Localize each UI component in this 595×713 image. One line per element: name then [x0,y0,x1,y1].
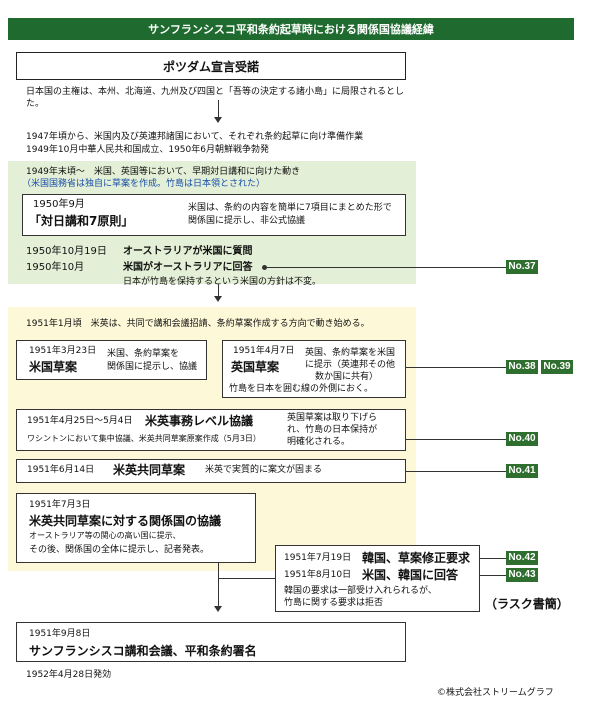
flow-arrow-head [214,117,222,123]
working-talks-date: 1951年4月25日～5月4日 [27,416,133,426]
header-title: サンフランシスコ平和条約起草時における関係国協議経緯 [148,23,434,36]
korea-answer-text: 米国、韓国に回答 [362,568,459,582]
joint-draft-date: 1951年6月14日 [27,465,95,475]
joint-draft-box: 1951年6月14日 米英共同草案 米英で実質的に案文が固まる [16,459,406,483]
korea-request-date: 1951年7月19日 [284,553,352,563]
connector-line-40 [406,439,506,440]
ref-badge-37: No.37 [506,260,538,274]
treaty-effective-date: 1952年4月28日発効 [26,670,112,680]
potsdam-note-1: 日本国の主権は、本州、北海道、九州及び四国と「吾等の決定する諸小島」に局限される… [26,87,405,97]
peace-treaty-title: サンフランシスコ講和会議、平和条約署名 [29,644,257,658]
aus-answer-text: 米国がオーストラリアに回答 [123,262,253,273]
korea-box: 1951年7月19日 韓国、草案修正要求 1951年8月10日 米国、韓国に回答… [275,545,480,612]
ref-badge-40: No.40 [506,432,538,446]
peace-treaty-box: 1951年9月8日 サンフランシスコ講和会議、平和条約署名 [16,622,406,662]
aus-answer-date: 1950年10月 [26,262,85,273]
connector-line-37 [266,267,506,268]
connector-line-43 [480,575,506,576]
uk-draft-desc-4: 竹島を日本を囲む線の外側におく。 [229,384,374,394]
working-talks-title: 米英事務レベル協議 [145,414,254,428]
green-line-1: 1949年末頃～ 米国、英国等において、早期対日講和に向けた動き [26,167,301,177]
flow-arrow-line [218,100,219,118]
consultation-desc-1: オーストラリア等の関心の高い国に提示、 [29,531,181,540]
ref-badge-39: No.39 [541,360,573,374]
aus-question-text: オーストラリアが米国に質問 [123,246,253,257]
connector-line-42 [480,558,506,559]
connector-dot [262,265,267,270]
us-draft-desc-2: 関係国に提示し、協議 [107,362,198,372]
connector-line-38 [406,367,506,368]
seven-principles-desc-2: 関係国に提示し、非公式協議 [188,216,306,226]
peace-treaty-date: 1951年9月8日 [29,629,91,639]
seven-principles-date: 1950年9月 [33,199,85,210]
korea-desc-1: 韓国の要求は一部受け入れられるが、 [284,586,437,596]
ref-badge-41: No.41 [506,464,538,478]
ref-badge-42: No.42 [506,551,538,565]
early-line-2: 1949年10月中華人民共和国成立、1950年6月朝鮮戦争勃発 [26,145,269,155]
consultation-desc-2: その後、関係国の全体に提示し、記者発表。 [29,545,210,555]
working-talks-desc-1: 英国草案は取り下げら [287,413,378,423]
consultation-title: 米英共同草案に対する関係国の協議 [29,514,222,528]
aus-note: 日本が竹島を保持するという米国の方針は不変。 [123,277,322,287]
uk-draft-desc-3: 数か国に共有） [315,372,379,382]
us-draft-date: 1951年3月23日 [29,346,97,356]
green-line-2: （米国国務省は独自に草案を作成。竹島は日本領とされた） [22,179,266,189]
seven-principles-box: 1950年9月 「対日講和7原則」 米国は、条約の内容を簡単に7項目にまとめた形… [22,194,406,236]
us-draft-title: 米国草案 [29,360,78,374]
joint-draft-title: 米英共同草案 [113,463,186,477]
uk-draft-desc-2: に提示（英連邦その他 [305,360,396,370]
us-draft-desc-1: 米国、条約草案を [107,349,180,359]
korea-connector-line [219,578,275,579]
header-bar: サンフランシスコ平和条約起草時における関係国協議経緯 [8,18,574,40]
korea-desc-2: 竹島に関する要求は拒否 [284,598,384,608]
flow-arrow-head [214,606,222,612]
copyright: ©株式会社ストリームグラフ [437,688,554,698]
uk-draft-title: 英国草案 [231,360,280,374]
us-draft-box: 1951年3月23日 米国草案 米国、条約草案を 関係国に提示し、協議 [16,340,207,380]
working-talks-desc-2: れ、竹島の日本保持が [287,425,378,435]
uk-draft-desc-1: 英国、条約草案を米国 [305,348,396,358]
working-talks-desc-3: 明確化される。 [287,437,351,447]
potsdam-box: ポツダム宣言受諾 [16,52,406,80]
potsdam-note-2: た。 [26,99,45,109]
ref-badge-43: No.43 [506,568,538,582]
consultation-date: 1951年7月3日 [29,500,91,510]
aus-question-date: 1950年10月19日 [26,246,107,257]
potsdam-title: ポツダム宣言受諾 [162,60,259,74]
korea-answer-date: 1951年8月10日 [284,570,352,580]
working-talks-sub: ワシントンにおいて集中協議、米英共同草案原案作成（5月3日） [27,434,261,443]
flow-arrow-line [218,284,219,298]
uk-draft-date: 1951年4月7日 [233,346,295,356]
early-line-1: 1947年頃から、米国内及び英連邦諸国において、それぞれ条約起草に向け準備作業 [26,132,364,142]
connector-line-41 [406,471,506,472]
flow-arrow-line [218,563,219,608]
working-talks-box: 1951年4月25日～5月4日 米英事務レベル協議 ワシントンにおいて集中協議、… [16,409,406,451]
joint-draft-desc: 米英で実質的に案文が固まる [205,465,323,475]
ref-badge-38: No.38 [506,360,538,374]
consultation-box: 1951年7月3日 米英共同草案に対する関係国の協議 オーストラリア等の関心の高… [16,493,256,563]
rusk-letter-label: （ラスク書簡） [485,597,569,611]
yellow-intro: 1951年1月頃 米英は、共同で講和会議招請、条約草案作成する方向で動き始める。 [26,319,370,329]
uk-draft-box: 1951年4月7日 英国草案 英国、条約草案を米国 に提示（英連邦その他 数か国… [222,340,406,398]
korea-request-text: 韓国、草案修正要求 [362,551,471,565]
seven-principles-desc-1: 米国は、条約の内容を簡単に7項目にまとめた形で [188,203,392,213]
seven-principles-title: 「対日講和7原則」 [29,214,134,228]
flow-arrow-head [214,296,222,302]
